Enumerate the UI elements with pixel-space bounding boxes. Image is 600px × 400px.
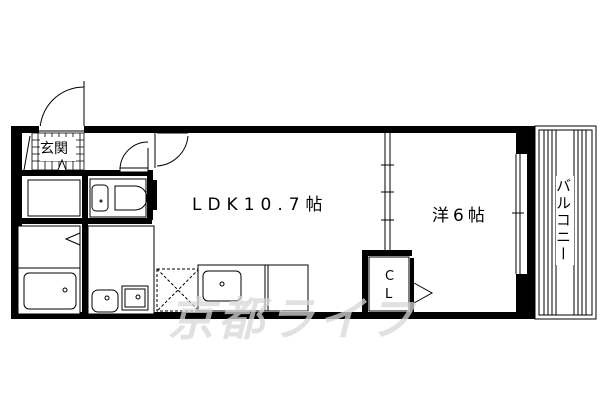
storage-box — [27, 179, 81, 217]
balcony-label: バルコニー — [554, 176, 574, 265]
bathroom — [17, 225, 81, 315]
watermark: 京都ライフ — [168, 292, 418, 346]
ldk-label: LDK10.7帖 — [192, 195, 329, 215]
closet-label-c: C — [385, 269, 395, 284]
western-room-label: 洋6帖 — [432, 206, 489, 226]
closet — [368, 256, 410, 312]
shoe-cabinet-line — [23, 135, 31, 171]
outer-walls — [11, 126, 535, 319]
entry-arrow-icon — [57, 158, 67, 171]
closet-walls — [362, 250, 414, 316]
ldk-door — [154, 132, 189, 168]
bath-door-arrow-icon — [64, 232, 81, 246]
kitchen-counter — [156, 264, 309, 312]
closet-door-arrow-icon — [413, 282, 434, 304]
entrance-opening — [39, 126, 84, 133]
wash-basin-icon — [91, 289, 119, 313]
partition-wall — [381, 133, 394, 252]
genkan-label: 玄関 — [40, 141, 68, 157]
closet-label-l: L — [385, 287, 393, 302]
washroom — [87, 225, 155, 315]
washing-machine-icon — [121, 285, 149, 311]
interior-walls — [22, 170, 157, 317]
bathtub-icon — [23, 272, 77, 310]
western-room-window — [512, 154, 524, 274]
toilet-icon — [91, 184, 148, 212]
entrance-door — [39, 81, 85, 132]
hall-door — [119, 141, 149, 173]
